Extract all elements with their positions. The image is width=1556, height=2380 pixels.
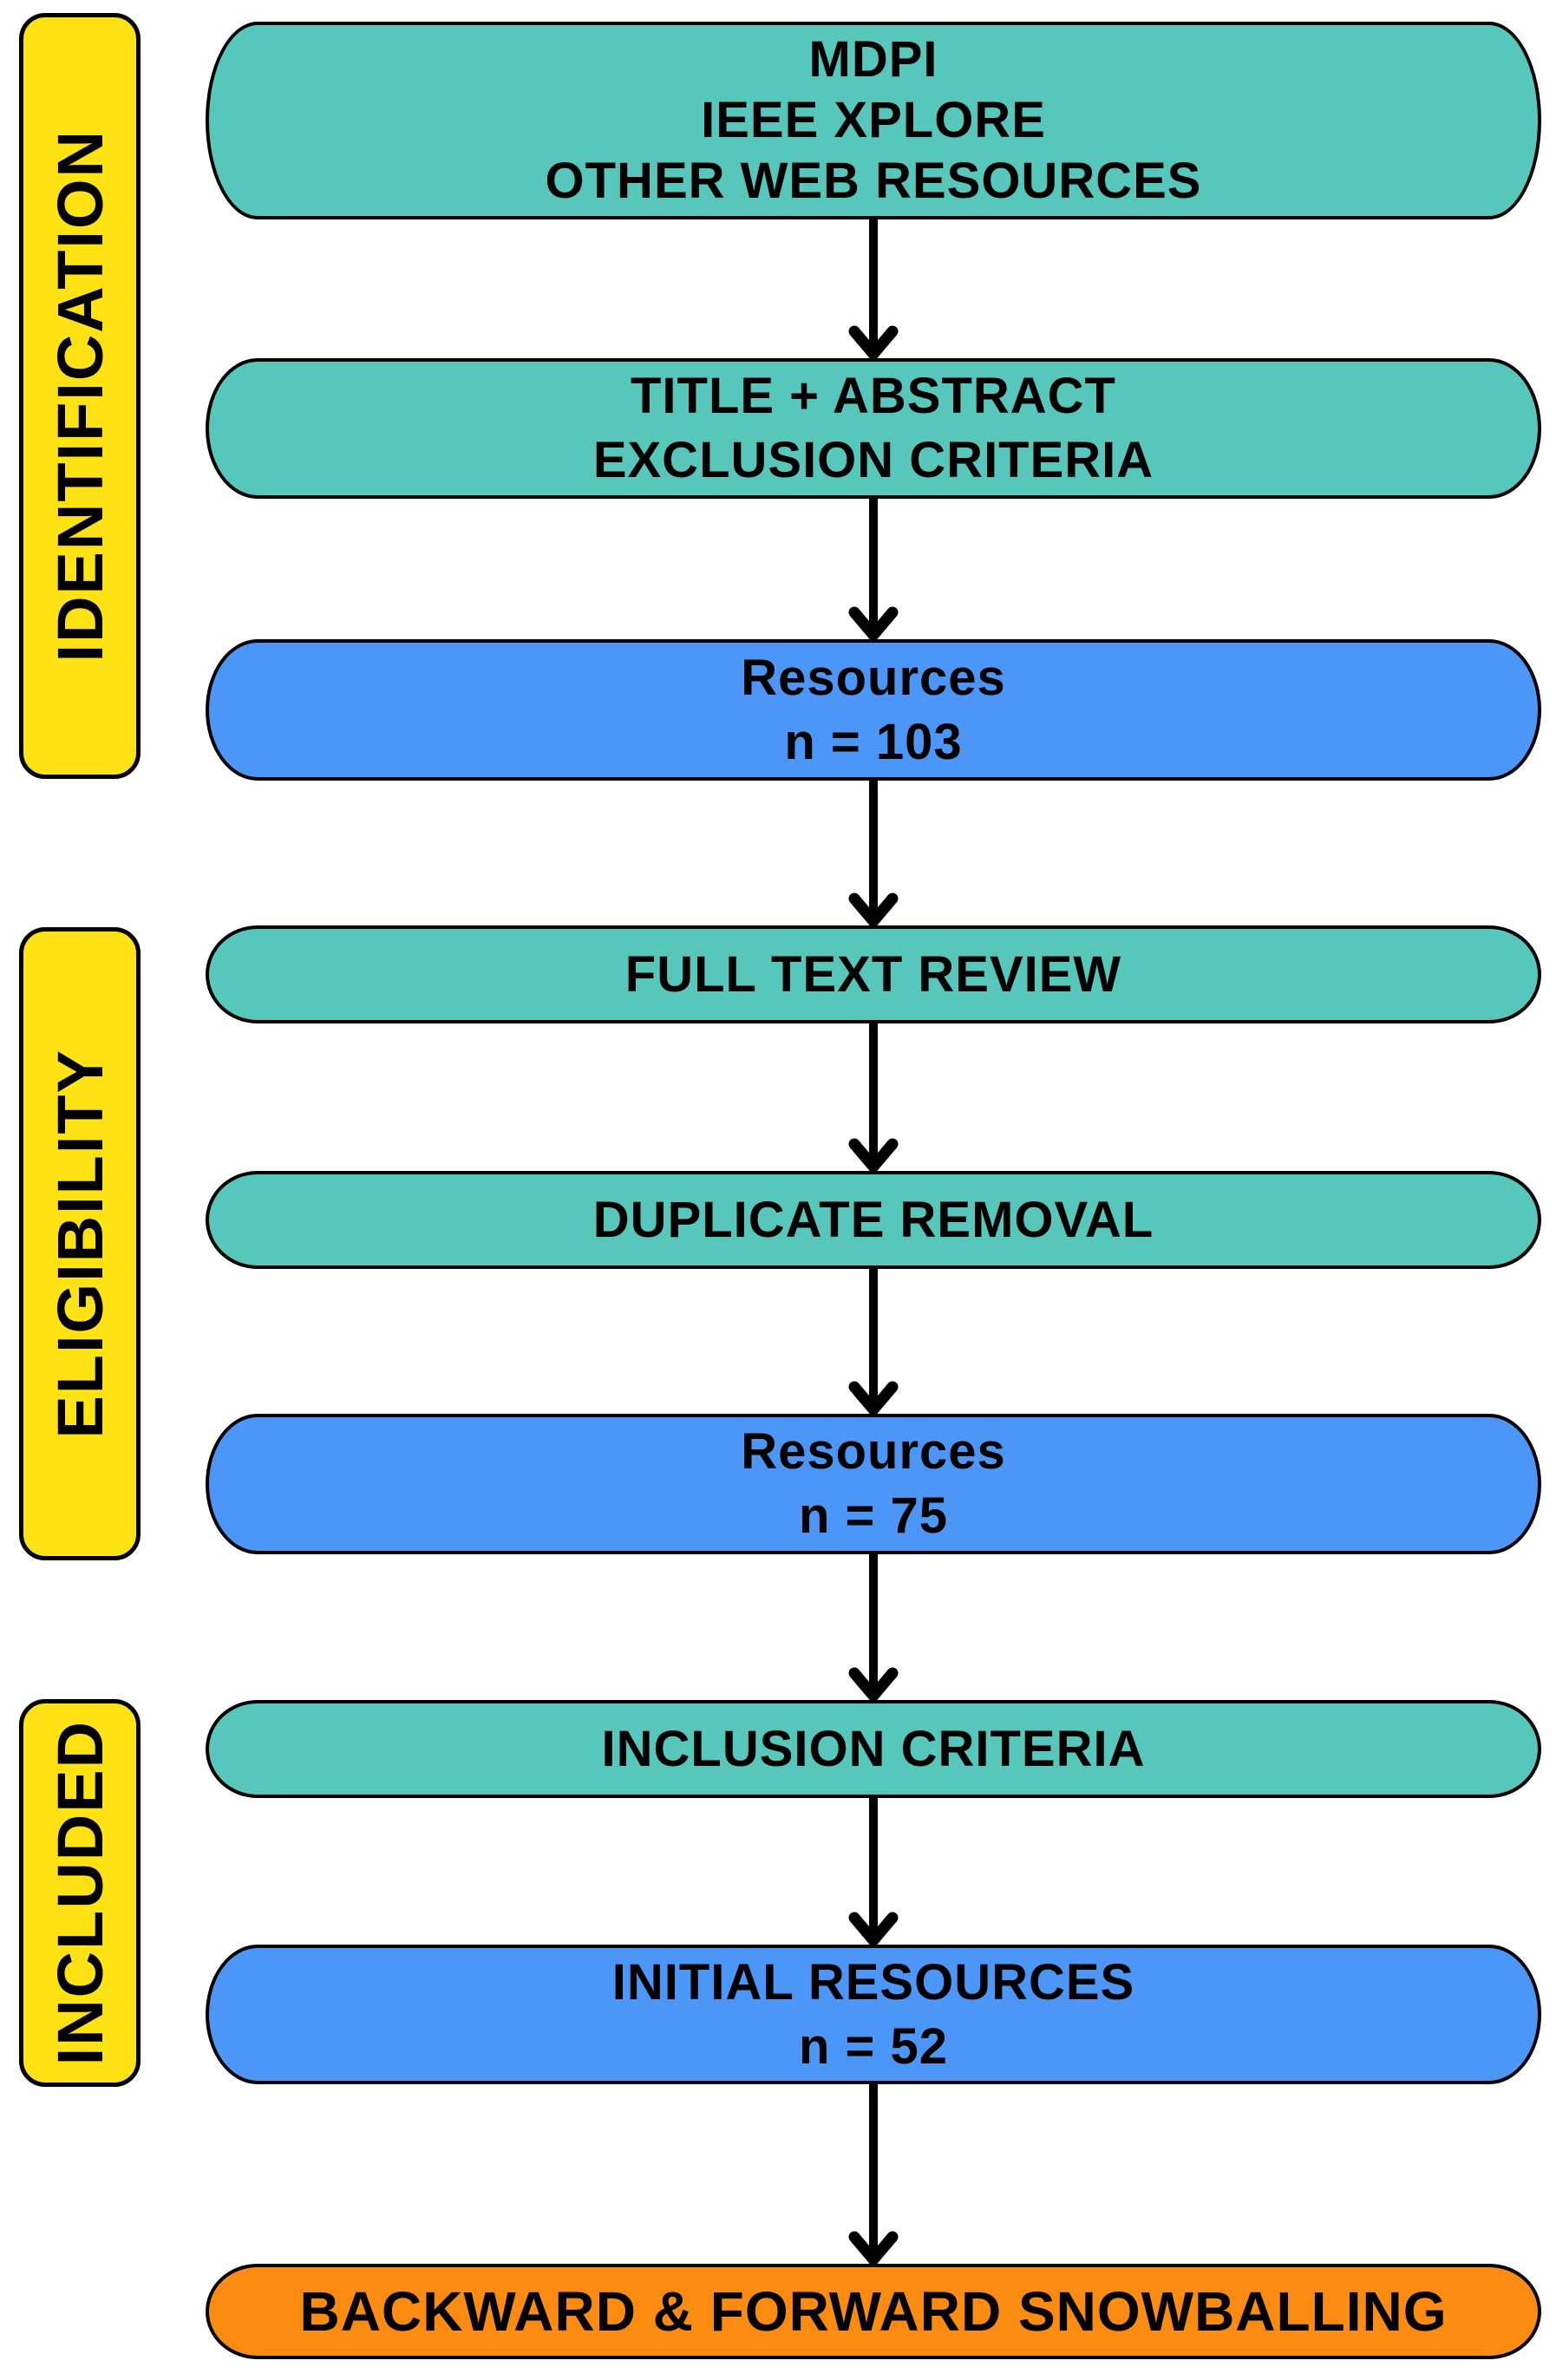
node-resources-75-line-2: n = 75 xyxy=(798,1488,949,1544)
arrow-inclusion-criteria-to-initial-resources xyxy=(848,1798,899,1946)
arrow-duplicate-removal-to-resources-75 xyxy=(848,1269,899,1416)
node-title-abstract: TITLE + ABSTRACT EXCLUSION CRITERIA xyxy=(206,358,1541,499)
section-label-included: INCLUDED xyxy=(19,1699,141,2087)
arrow-initial-resources-to-snowballing xyxy=(848,2084,899,2266)
node-snowballing-line-1: BACKWARD & FORWARD SNOWBALLING xyxy=(299,2280,1448,2343)
arrow-resources-75-to-inclusion-criteria xyxy=(848,1554,899,1702)
node-sources: MDPI IEEE XPLORE OTHER WEB RESOURCES xyxy=(206,22,1541,219)
node-full-text-review: FULL TEXT REVIEW xyxy=(206,925,1541,1023)
section-label-identification-text: IDENTIFICATION xyxy=(43,129,116,663)
node-resources-75: Resources n = 75 xyxy=(206,1414,1541,1554)
node-sources-line-3: OTHER WEB RESOURCES xyxy=(545,153,1202,209)
node-initial-resources-52-line-1: INITIAL RESOURCES xyxy=(611,1953,1135,2011)
node-initial-resources-52: INITIAL RESOURCES n = 52 xyxy=(206,1945,1541,2084)
node-inclusion-criteria: INCLUSION CRITERIA xyxy=(206,1700,1541,1798)
arrow-resources-103-to-full-text-review xyxy=(848,781,899,927)
node-title-abstract-line-2: EXCLUSION CRITERIA xyxy=(592,432,1154,488)
node-full-text-review-line-1: FULL TEXT REVIEW xyxy=(624,945,1122,1003)
node-resources-103-line-1: Resources xyxy=(741,649,1006,706)
arrow-title-abstract-to-resources-103 xyxy=(848,499,899,641)
node-resources-103: Resources n = 103 xyxy=(206,639,1541,781)
node-sources-line-2: IEEE XPLORE xyxy=(701,92,1046,148)
node-sources-line-1: MDPI xyxy=(808,31,938,88)
arrow-full-text-review-to-duplicate-removal xyxy=(848,1023,899,1173)
section-label-identification: IDENTIFICATION xyxy=(19,13,141,779)
node-title-abstract-line-1: TITLE + ABSTRACT xyxy=(630,368,1116,424)
arrow-sources-to-title-abstract xyxy=(848,219,899,360)
node-inclusion-criteria-line-1: INCLUSION CRITERIA xyxy=(601,1720,1146,1777)
section-label-eligibility-text: ELIGIBILITY xyxy=(43,1049,116,1439)
node-duplicate-removal-line-1: DUPLICATE REMOVAL xyxy=(592,1191,1154,1248)
section-label-included-text: INCLUDED xyxy=(43,1720,116,2066)
node-snowballing: BACKWARD & FORWARD SNOWBALLING xyxy=(206,2264,1541,2359)
node-resources-103-line-2: n = 103 xyxy=(784,713,963,770)
node-resources-75-line-1: Resources xyxy=(741,1423,1006,1480)
section-label-eligibility: ELIGIBILITY xyxy=(19,927,141,1560)
node-initial-resources-52-line-2: n = 52 xyxy=(798,2017,949,2075)
node-duplicate-removal: DUPLICATE REMOVAL xyxy=(206,1171,1541,1269)
